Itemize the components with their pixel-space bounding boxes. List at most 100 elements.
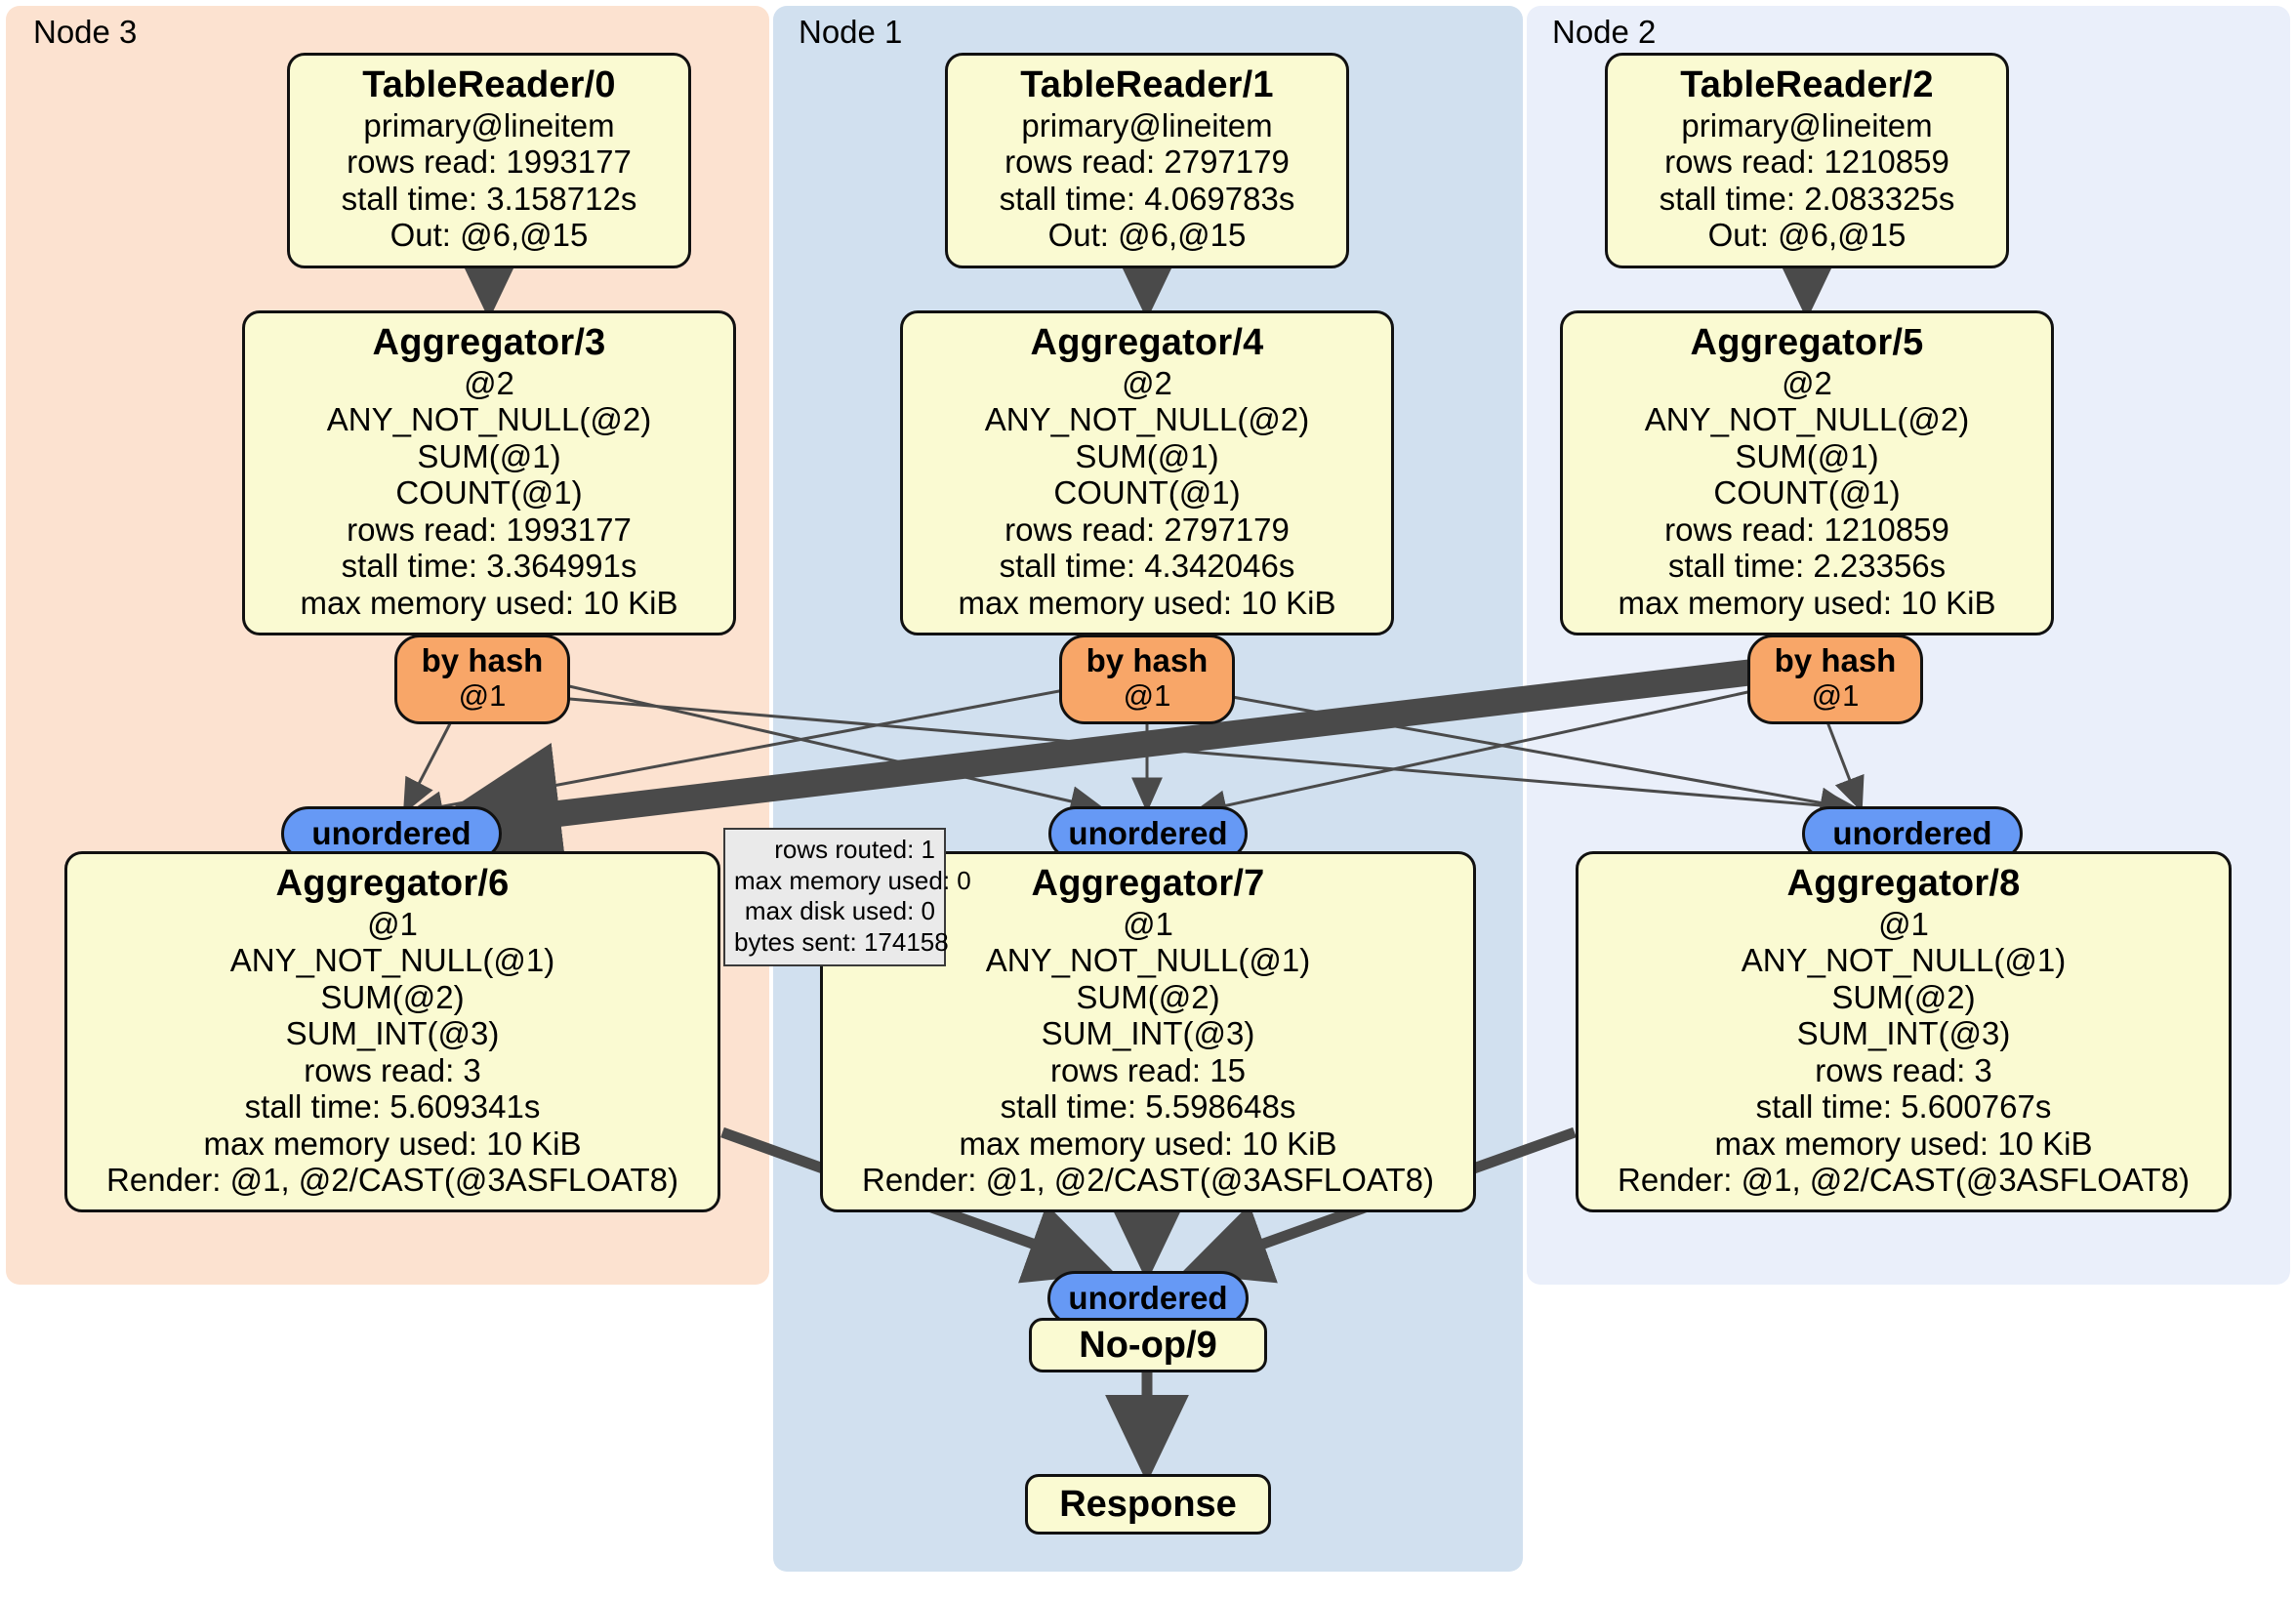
- router-sub: @1: [458, 677, 507, 713]
- node-title: Aggregator/3: [372, 322, 606, 363]
- sync-label: unordered: [1068, 815, 1228, 851]
- node-line: SUM(@1): [1735, 437, 1879, 474]
- router-sub: @1: [1123, 677, 1171, 713]
- node-response[interactable]: Response: [1025, 1474, 1271, 1535]
- node-tablereader-2[interactable]: TableReader/2 primary@lineitem rows read…: [1605, 53, 2009, 268]
- node-line: max memory used: 10 KiB: [1714, 1125, 2093, 1162]
- sync-label: unordered: [311, 815, 472, 851]
- node-line: stall time: 5.600767s: [1755, 1088, 2052, 1126]
- node-line: @1: [1123, 905, 1173, 942]
- node-line: SUM(@2): [1831, 978, 1976, 1015]
- sync-unordered-final[interactable]: unordered: [1047, 1271, 1249, 1326]
- node-title: Response: [1059, 1483, 1237, 1525]
- cluster-node-3-label: Node 3: [33, 14, 138, 50]
- node-line: rows read: 1210859: [1664, 511, 1949, 548]
- node-line: Render: @1, @2/CAST(@3ASFLOAT8): [862, 1162, 1434, 1198]
- tooltip-line: bytes sent: 174158: [734, 927, 949, 958]
- node-aggregator-6[interactable]: Aggregator/6 @1 ANY_NOT_NULL(@1) SUM(@2)…: [64, 851, 720, 1213]
- node-title: Aggregator/8: [1786, 863, 2021, 904]
- node-aggregator-8[interactable]: Aggregator/8 @1 ANY_NOT_NULL(@1) SUM(@2)…: [1576, 851, 2232, 1213]
- node-line: Render: @1, @2/CAST(@3ASFLOAT8): [1618, 1162, 2190, 1198]
- node-aggregator-5[interactable]: Aggregator/5 @2 ANY_NOT_NULL(@2) SUM(@1)…: [1560, 310, 2054, 635]
- node-line: stall time: 4.069783s: [999, 180, 1295, 217]
- node-line: rows read: 3: [304, 1051, 481, 1088]
- router-title: by hash: [1774, 642, 1897, 678]
- node-line: SUM(@1): [417, 437, 561, 474]
- node-line: rows read: 3: [1815, 1051, 1992, 1088]
- node-line: COUNT(@1): [1713, 474, 1901, 512]
- node-line: stall time: 3.158712s: [341, 180, 637, 217]
- node-title: TableReader/2: [1680, 64, 1934, 105]
- node-title: TableReader/0: [362, 64, 616, 105]
- edge-stats-tooltip: rows routed: 1 max memory used: 0 max di…: [723, 828, 971, 966]
- node-line: ANY_NOT_NULL(@1): [985, 942, 1311, 979]
- sync-unordered-right[interactable]: unordered: [1802, 806, 2023, 861]
- node-tablereader-0[interactable]: TableReader/0 primary@lineitem rows read…: [287, 53, 691, 268]
- node-line: ANY_NOT_NULL(@2): [326, 401, 652, 438]
- sync-label: unordered: [1832, 815, 1992, 851]
- tooltip-line: max disk used: 0: [744, 896, 935, 926]
- node-tablereader-1[interactable]: TableReader/1 primary@lineitem rows read…: [945, 53, 1349, 268]
- sync-label: unordered: [1068, 1280, 1228, 1316]
- node-line: SUM_INT(@3): [1041, 1015, 1255, 1052]
- node-line: stall time: 2.083325s: [1659, 180, 1955, 217]
- node-line: COUNT(@1): [395, 474, 583, 512]
- node-line: rows read: 1993177: [347, 143, 632, 181]
- node-aggregator-3[interactable]: Aggregator/3 @2 ANY_NOT_NULL(@2) SUM(@1)…: [242, 310, 736, 635]
- tooltip-line: max memory used: 0: [734, 865, 971, 895]
- router-title: by hash: [421, 642, 544, 678]
- node-line: SUM_INT(@3): [285, 1015, 500, 1052]
- node-line: rows read: 1993177: [347, 511, 632, 548]
- router-title: by hash: [1086, 642, 1209, 678]
- node-line: primary@lineitem: [1021, 106, 1273, 143]
- node-line: primary@lineitem: [363, 106, 615, 143]
- node-line: @2: [1122, 364, 1172, 401]
- node-line: ANY_NOT_NULL(@2): [1644, 401, 1970, 438]
- node-line: @2: [464, 364, 514, 401]
- node-line: ANY_NOT_NULL(@1): [229, 942, 555, 979]
- node-line: SUM_INT(@3): [1796, 1015, 2011, 1052]
- node-line: max memory used: 10 KiB: [1618, 584, 1996, 621]
- node-line: max memory used: 10 KiB: [958, 584, 1336, 621]
- node-title: Aggregator/7: [1031, 863, 1265, 904]
- node-line: SUM(@2): [1076, 978, 1220, 1015]
- cluster-node-2-label: Node 2: [1552, 14, 1657, 50]
- node-line: @1: [1878, 905, 1929, 942]
- node-aggregator-7[interactable]: Aggregator/7 @1 ANY_NOT_NULL(@1) SUM(@2)…: [820, 851, 1476, 1213]
- node-line: max memory used: 10 KiB: [203, 1125, 582, 1162]
- node-line: stall time: 2.23356s: [1667, 548, 1947, 585]
- node-title: Aggregator/4: [1030, 322, 1264, 363]
- node-line: stall time: 4.342046s: [999, 548, 1295, 585]
- router-by-hash-middle[interactable]: by hash @1: [1059, 635, 1235, 724]
- node-aggregator-4[interactable]: Aggregator/4 @2 ANY_NOT_NULL(@2) SUM(@1)…: [900, 310, 1394, 635]
- node-line: ANY_NOT_NULL(@1): [1741, 942, 2067, 979]
- node-line: stall time: 3.364991s: [341, 548, 637, 585]
- node-line: stall time: 5.609341s: [244, 1088, 541, 1126]
- node-line: rows read: 1210859: [1664, 143, 1949, 181]
- node-line: @2: [1782, 364, 1832, 401]
- node-title: No-op/9: [1079, 1324, 1217, 1366]
- node-line: max memory used: 10 KiB: [959, 1125, 1337, 1162]
- node-title: TableReader/1: [1020, 64, 1274, 105]
- node-line: ANY_NOT_NULL(@2): [984, 401, 1310, 438]
- node-line: SUM(@2): [320, 978, 465, 1015]
- router-sub: @1: [1811, 677, 1860, 713]
- node-line: primary@lineitem: [1681, 106, 1933, 143]
- cluster-node-1-label: Node 1: [799, 14, 903, 50]
- node-line: Out: @6,@15: [1707, 217, 1906, 254]
- node-line: Out: @6,@15: [390, 217, 589, 254]
- node-line: Out: @6,@15: [1047, 217, 1247, 254]
- node-line: max memory used: 10 KiB: [300, 584, 678, 621]
- node-title: Aggregator/6: [275, 863, 510, 904]
- node-line: stall time: 5.598648s: [1000, 1088, 1296, 1126]
- node-title: Aggregator/5: [1690, 322, 1924, 363]
- node-no-op-9[interactable]: No-op/9: [1029, 1318, 1267, 1372]
- router-by-hash-left[interactable]: by hash @1: [394, 635, 570, 724]
- node-line: rows read: 2797179: [1004, 511, 1290, 548]
- router-by-hash-right[interactable]: by hash @1: [1747, 635, 1923, 724]
- node-line: rows read: 2797179: [1004, 143, 1290, 181]
- node-line: Render: @1, @2/CAST(@3ASFLOAT8): [106, 1162, 678, 1198]
- node-line: COUNT(@1): [1053, 474, 1241, 512]
- tooltip-line: rows routed: 1: [774, 835, 935, 864]
